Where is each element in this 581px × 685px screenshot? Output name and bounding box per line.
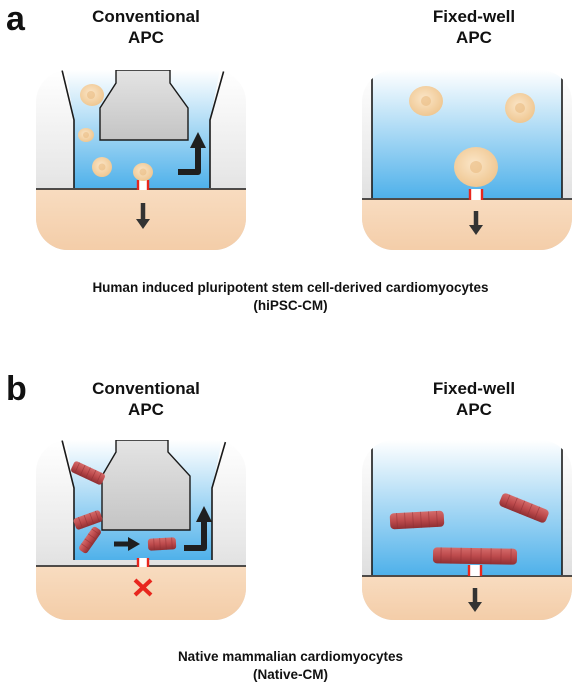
- native-cardiomyocyte: [499, 493, 549, 523]
- hipsc-cell: [409, 86, 443, 116]
- hipsc-cell-captured: [454, 147, 498, 187]
- native-cardiomyocyte: [71, 461, 105, 485]
- panel-b-label: b: [6, 370, 27, 408]
- suction-arrow-head-icon: [469, 225, 483, 235]
- native-cardiomyocyte: [73, 510, 103, 530]
- flow-arrow-head-icon: [196, 506, 212, 522]
- caption-line-1: Human induced pluripotent stem cell-deri…: [92, 280, 489, 295]
- heading-line-2: APC: [456, 400, 492, 419]
- panel-a-conventional-heading: Conventional APC: [46, 6, 246, 48]
- flow-arrow-head-icon: [190, 132, 206, 148]
- panel-a-label: a: [6, 0, 25, 38]
- panel-a-caption: Human induced pluripotent stem cell-deri…: [0, 279, 581, 315]
- native-cardiomyocyte: [147, 537, 177, 551]
- hipsc-cell: [505, 93, 535, 123]
- hipsc-cell-captured: [133, 163, 153, 181]
- caption-line-2: (Native-CM): [252, 667, 328, 682]
- heading-line-2: APC: [128, 400, 164, 419]
- panel-b-fixed-well-heading: Fixed-well APC: [374, 378, 574, 420]
- heading-line-1: Fixed-well: [432, 7, 516, 26]
- caption-line-1: Native mammalian cardiomyocytes: [177, 649, 404, 664]
- blocked-cross-icon: [133, 578, 153, 597]
- panel-b-caption: Native mammalian cardiomyocytes (Native-…: [0, 648, 581, 684]
- suction-arrow-head-icon: [468, 602, 482, 612]
- native-cardiomyocyte: [389, 510, 445, 530]
- heading-line-2: APC: [128, 28, 164, 47]
- panel-a-fixed-well-heading: Fixed-well APC: [374, 6, 574, 48]
- caption-line-2: (hiPSC-CM): [253, 298, 328, 313]
- panel-b-conventional-apc: [36, 440, 246, 620]
- aperture-opening: [138, 558, 148, 567]
- panel-b-fixed-well-apc: [362, 440, 572, 620]
- flow-arrow-icon: [184, 520, 207, 551]
- native-cardiomyocyte: [79, 526, 101, 554]
- flow-arrow-icon: [178, 145, 201, 175]
- native-cardiomyocyte-captured: [432, 547, 518, 565]
- panel-b-conventional-heading: Conventional APC: [46, 378, 246, 420]
- flow-arrow-head-icon: [128, 537, 140, 551]
- heading-line-2: APC: [456, 28, 492, 47]
- heading-line-1: Fixed-well: [432, 379, 516, 398]
- hipsc-cell: [92, 157, 112, 177]
- panel-a-conventional-apc: [36, 70, 246, 250]
- suction-arrow-head-icon: [136, 219, 150, 229]
- hipsc-cell: [78, 128, 94, 142]
- heading-line-1: Conventional: [92, 7, 200, 26]
- panel-a-fixed-well-apc: [362, 70, 572, 250]
- aperture-opening: [138, 180, 148, 190]
- aperture-opening: [469, 565, 481, 576]
- hipsc-cell: [80, 84, 104, 106]
- heading-line-1: Conventional: [92, 379, 200, 398]
- aperture-opening: [470, 189, 482, 200]
